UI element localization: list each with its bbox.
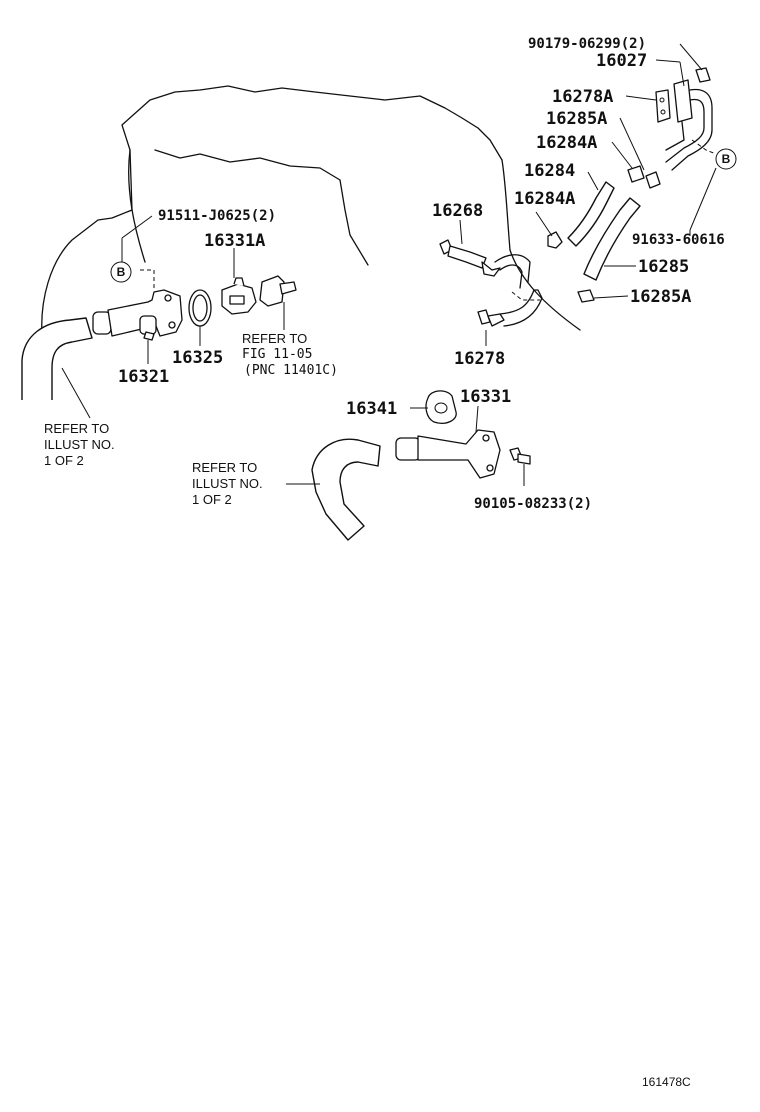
label-16027: 16027 (596, 51, 647, 71)
svg-text:REFER TO: REFER TO (44, 421, 109, 436)
water-inlet-16321 (92, 269, 183, 341)
label-16331: 16331 (460, 387, 511, 407)
svg-text:1 OF 2: 1 OF 2 (192, 492, 232, 507)
label-16284: 16284 (524, 161, 575, 181)
engine-outline (39, 85, 581, 337)
label-90105-08233: 90105-08233(2) (474, 496, 592, 512)
bypass-pipe-16027 (655, 67, 717, 171)
clamps-upper-right (627, 165, 661, 189)
ref-mark-left: B (110, 261, 132, 283)
label-16284a-top: 16284A (536, 133, 597, 153)
bypass-pipe-16268 (439, 239, 540, 301)
svg-text:REFER TO: REFER TO (192, 460, 257, 475)
label-16341: 16341 (346, 399, 397, 419)
clamp-16285a-lower (577, 289, 595, 303)
note-illust-middle: REFER TO ILLUST NO. 1 OF 2 (192, 460, 263, 507)
water-outlet-16331 (395, 429, 501, 479)
label-90179-06299: 90179-06299(2) (528, 36, 646, 52)
label-16278: 16278 (454, 349, 505, 369)
thermo-sensor (259, 275, 297, 307)
label-91511-j0625: 91511-J0625(2) (158, 208, 276, 224)
label-16285a-bottom: 16285A (630, 287, 691, 307)
note-fig-reference: REFER TO FIG 11-05 (PNC 11401C) (242, 331, 338, 378)
svg-text:B: B (722, 152, 731, 166)
pipe-16278 (477, 289, 543, 327)
hose-16285 (583, 197, 641, 281)
note-illust-left: REFER TO ILLUST NO. 1 OF 2 (44, 421, 115, 468)
label-16284a-mid: 16284A (514, 189, 575, 209)
svg-text:ILLUST NO.: ILLUST NO. (44, 437, 115, 452)
lower-left-hose (21, 317, 93, 400)
leader-lines (61, 43, 717, 486)
label-16321: 16321 (118, 367, 169, 387)
svg-text:FIG 11-05: FIG 11-05 (242, 347, 312, 362)
ref-mark-right: B (715, 148, 737, 170)
bolt-90105 (509, 447, 531, 465)
svg-text:(PNC 11401C): (PNC 11401C) (244, 363, 338, 378)
label-91633-60616: 91633-60616 (632, 232, 725, 248)
svg-text:REFER TO: REFER TO (242, 331, 307, 346)
middle-hose (311, 438, 381, 541)
label-16285a-top: 16285A (546, 109, 607, 129)
label-16331a: 16331A (204, 231, 265, 251)
label-16278a: 16278A (552, 87, 613, 107)
gasket-16341 (425, 390, 457, 424)
svg-text:B: B (117, 265, 126, 279)
svg-text:ILLUST NO.: ILLUST NO. (192, 476, 263, 491)
hose-16284 (567, 181, 615, 247)
svg-text:1 OF 2: 1 OF 2 (44, 453, 84, 468)
hose-clip-16284a (547, 231, 563, 249)
illustration-id: 161478C (642, 1075, 691, 1089)
part-labels: 90179-06299(2) 16027 16278A 16285A 16284… (118, 36, 725, 512)
label-16268: 16268 (432, 201, 483, 221)
thermostat-16331a (221, 277, 257, 315)
label-16325: 16325 (172, 348, 223, 368)
label-16285: 16285 (638, 257, 689, 277)
gasket-16325 (188, 289, 212, 327)
